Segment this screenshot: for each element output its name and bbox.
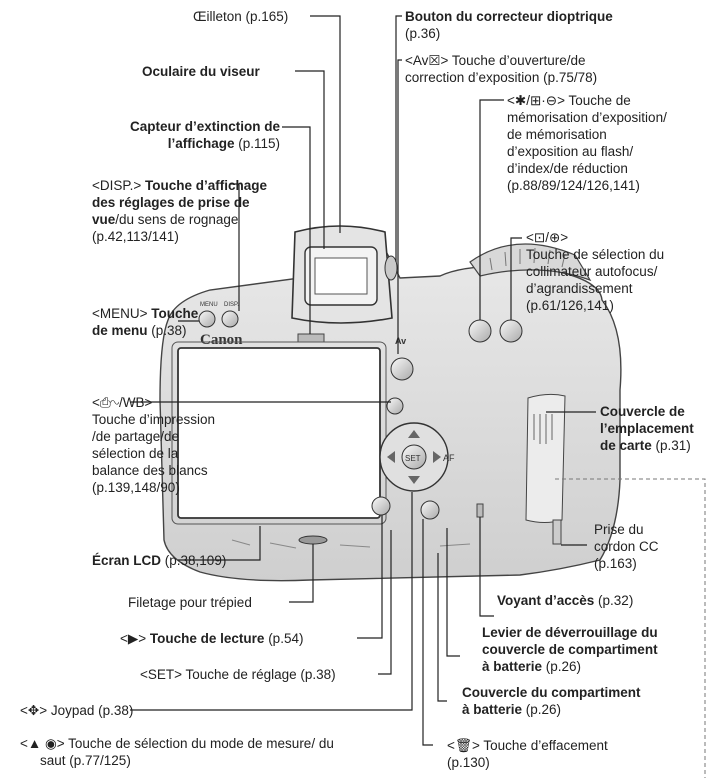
label-metering-button: <▲ ◉> Touche de sélection du mode de mes… [20,735,334,769]
label-tripod-socket: Filetage pour trépied [128,594,252,611]
label-disp-button: <DISP.> Touche d’affichage des réglages … [92,177,267,245]
label-viewfinder-eyepiece: Oculaire du viseur [142,63,260,80]
label-diopter-knob: Bouton du correcteur dioptrique (p.36) [405,8,613,42]
label-eyecup: Œilleton (p.165) [193,8,288,25]
label-ae-lock-button: <✱/⊞·⊖> Touche de mémorisation d’exposit… [507,92,667,194]
label-cross-keys: <✥> Joypad (p.38) [20,702,133,719]
label-dc-coupler-port: Prise du cordon CC (p.163) [594,521,659,572]
label-battery-lever: Levier de déverrouillage du couvercle de… [482,624,658,675]
label-lcd-screen: Écran LCD (p.38,109) [92,552,226,569]
label-erase-button: <🗑> Touche d’effacement (p.130) [447,737,608,771]
label-af-point-button: <⊡/⊕> Touche de sélection du collimateur… [526,229,664,314]
label-card-slot-cover: Couvercle de l’emplacement de carte (p.3… [600,403,694,454]
label-set-button: <SET> Touche de réglage (p.38) [140,666,336,683]
label-menu-button: <MENU> Touche de menu (p.38) [92,305,198,339]
label-print-wb-button: <⎙∿/WB> Touche d’impression /de partage/… [92,394,215,496]
label-battery-cover: Couvercle du compartiment à batterie (p.… [462,684,641,718]
label-display-off-sensor: Capteur d’extinction de l’affichage (p.1… [112,118,280,152]
label-playback-button: <▶> Touche de lecture (p.54) [120,630,303,647]
label-access-lamp: Voyant d’accès (p.32) [497,592,633,609]
label-av-button: <Av☒> Touche d’ouverture/de correction d… [405,52,597,86]
